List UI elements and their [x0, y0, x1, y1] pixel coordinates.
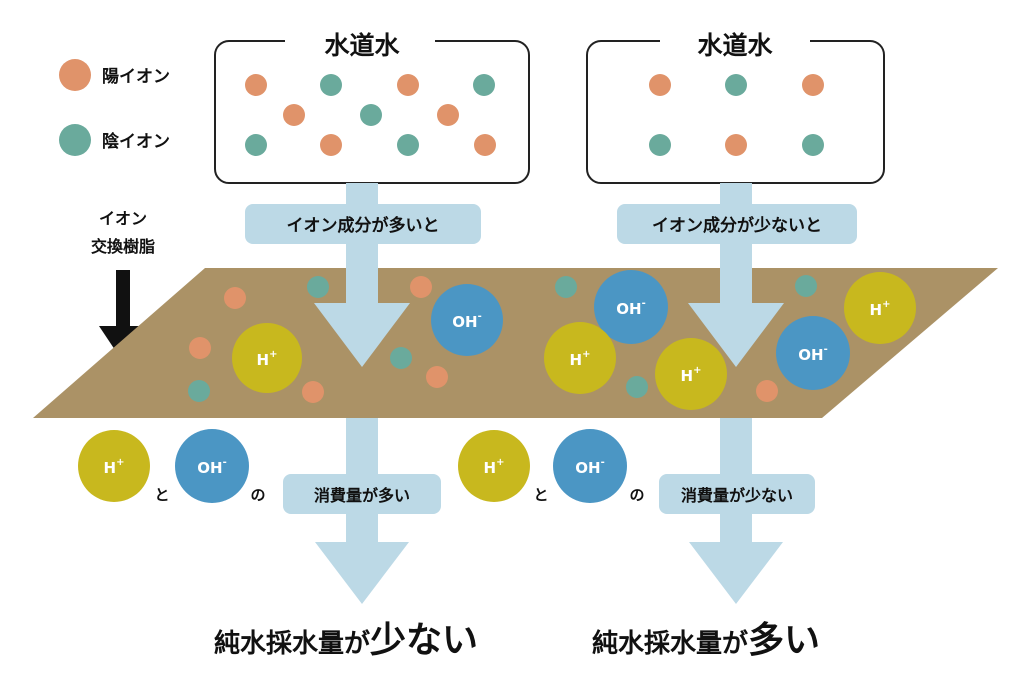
- svg-text:OH-: OH-: [575, 457, 604, 477]
- anion-dot: [555, 276, 577, 298]
- anion-dot: [390, 347, 412, 369]
- svg-text:OH-: OH-: [452, 311, 481, 331]
- legend-anion-swatch: [59, 124, 91, 156]
- tank-left: 水道水: [214, 28, 530, 184]
- cation-dot: [756, 380, 778, 402]
- svg-text:H+: H+: [681, 365, 702, 385]
- anion-dot: [725, 74, 747, 96]
- of-word: の: [250, 486, 265, 504]
- flow-label-right: イオン成分が少ないと: [617, 204, 857, 244]
- cation-dot: [397, 74, 419, 96]
- of-word: の: [629, 486, 644, 504]
- anion-dot: [626, 376, 648, 398]
- flow-label-right-text: イオン成分が少ないと: [652, 215, 822, 236]
- cation-dot: [302, 381, 324, 403]
- resin-label-line2: 交換樹脂: [91, 237, 155, 256]
- cation-dot: [725, 134, 747, 156]
- anion-dot: [245, 134, 267, 156]
- legend: 陽イオン 陰イオン: [59, 59, 170, 156]
- anion-dot: [320, 74, 342, 96]
- result-left-prefix: 純水採水量が: [214, 628, 370, 659]
- consumption-label-right: 消費量が少ない: [681, 486, 793, 505]
- svg-text:H+: H+: [484, 457, 505, 477]
- cation-dot: [245, 74, 267, 96]
- result-right-prefix: 純水採水量が: [592, 628, 748, 659]
- svg-text:H+: H+: [570, 349, 591, 369]
- cation-dot: [320, 134, 342, 156]
- cation-dot: [437, 104, 459, 126]
- flow-label-left-text: イオン成分が多いと: [287, 215, 440, 236]
- cation-dot: [474, 134, 496, 156]
- oh-ion: OH-: [175, 429, 249, 503]
- cation-dot: [283, 104, 305, 126]
- anion-dot: [188, 380, 210, 402]
- tank-left-ions: [245, 74, 496, 156]
- oh-ion: OH-: [776, 316, 850, 390]
- svg-text:H+: H+: [870, 299, 891, 319]
- cation-dot: [410, 276, 432, 298]
- h-ion: H+: [844, 272, 916, 344]
- oh-ion: OH-: [553, 429, 627, 503]
- anion-dot: [307, 276, 329, 298]
- h-ion: H+: [655, 338, 727, 410]
- svg-text:OH-: OH-: [616, 298, 645, 318]
- result-left: 純水採水量が少ない: [214, 620, 478, 661]
- consumption-label-left: 消費量が多い: [314, 486, 410, 505]
- anion-dot: [360, 104, 382, 126]
- oh-ion: OH-: [594, 270, 668, 344]
- legend-cation-label: 陽イオン: [102, 67, 170, 87]
- anion-dot: [649, 134, 671, 156]
- cation-dot: [802, 74, 824, 96]
- svg-text:H+: H+: [104, 457, 125, 477]
- oh-ion: OH-: [431, 284, 503, 356]
- anion-dot: [397, 134, 419, 156]
- cation-dot: [649, 74, 671, 96]
- result-right: 純水採水量が多い: [592, 620, 820, 661]
- resin-label-line1: イオン: [99, 209, 147, 228]
- tank-right: 水道水: [586, 28, 885, 184]
- and-word: と: [154, 486, 169, 504]
- anion-dot: [802, 134, 824, 156]
- flow-label-left: イオン成分が多いと: [245, 204, 481, 244]
- and-word: と: [533, 486, 548, 504]
- anion-dot: [473, 74, 495, 96]
- h-ion: H+: [78, 430, 150, 502]
- h-ion: H+: [458, 430, 530, 502]
- consumption-row-right: H+ と OH- の 消費量が少ない: [458, 429, 815, 514]
- cation-dot: [189, 337, 211, 359]
- cation-dot: [426, 366, 448, 388]
- tank-right-title: 水道水: [697, 31, 773, 60]
- tank-left-title: 水道水: [324, 31, 400, 60]
- legend-anion-label: 陰イオン: [102, 131, 170, 152]
- h-ion: H+: [232, 323, 302, 393]
- h-ion: H+: [544, 322, 616, 394]
- svg-text:H+: H+: [257, 349, 278, 369]
- tank-right-box: [586, 40, 885, 184]
- legend-cation-swatch: [59, 59, 91, 91]
- result-left-emphasis: 少ない: [370, 620, 478, 661]
- tank-right-ions: [649, 74, 824, 156]
- anion-dot: [795, 275, 817, 297]
- result-right-emphasis: 多い: [748, 620, 820, 661]
- consumption-row-left: H+ と OH- の 消費量が多い: [78, 429, 441, 514]
- cation-dot: [224, 287, 246, 309]
- svg-text:OH-: OH-: [197, 457, 226, 477]
- resin-ions: H+ OH- OH- H+ H+ OH- H+: [188, 270, 916, 410]
- svg-text:OH-: OH-: [798, 344, 827, 364]
